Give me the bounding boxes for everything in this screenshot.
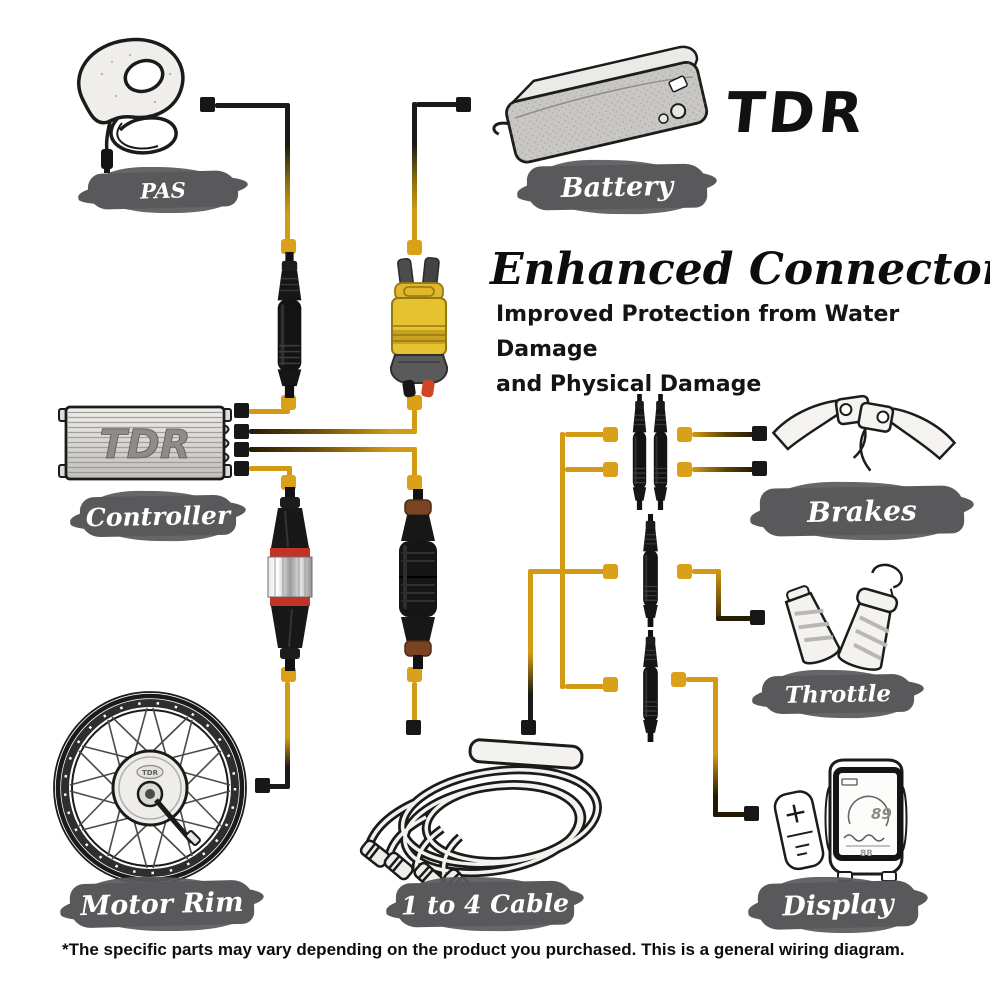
hub-marking: TDR	[142, 769, 159, 777]
label-battery: Battery	[526, 163, 708, 211]
pas-sensor-icon	[60, 22, 212, 179]
wire-controller-1	[248, 409, 289, 414]
wire-throttle-right-v	[716, 569, 721, 621]
subtitle-line-1: Improved Protection from Water Damage	[496, 302, 900, 362]
wire-brake-branch-2	[565, 467, 605, 472]
node-1to4-b	[521, 720, 536, 735]
label-1to4-cable: 1 to 4 Cable	[395, 880, 575, 928]
wire-display-right-h	[686, 677, 716, 682]
battery-icon	[478, 40, 728, 183]
node-1to4-a	[406, 720, 421, 735]
node-pas-conn-top	[281, 239, 296, 254]
label-throttle: Throttle	[761, 673, 915, 715]
wire-controller-3-down	[412, 447, 417, 480]
controller-marking: TDR	[99, 422, 190, 468]
wire-brake-branch-1	[565, 432, 605, 437]
node-xt90-top	[407, 240, 422, 255]
node-brake1-end	[752, 426, 767, 441]
label-pas: PAS	[87, 170, 239, 210]
node-throttle-end	[750, 610, 765, 625]
brown-ring-connector-icon	[392, 489, 444, 675]
node-controller-1	[234, 403, 249, 418]
footnote-disclaimer: *The specific parts may vary depending o…	[62, 940, 905, 959]
wire-junction-down	[528, 569, 533, 722]
wire-display-right-v	[713, 677, 718, 817]
throttle-grips-icon	[768, 562, 910, 685]
node-display-end	[744, 806, 759, 821]
tdr-logo: TDR	[722, 81, 870, 146]
wire-pas-vertical	[285, 103, 290, 244]
node-display-left	[603, 677, 618, 692]
wire-battery-horizontal	[416, 102, 458, 107]
node-xt90-bottom	[407, 395, 422, 410]
node-display-right	[671, 672, 686, 687]
wire-motor-horizontal	[262, 784, 287, 789]
node-controller-3	[234, 442, 249, 457]
label-display: Display	[757, 879, 919, 931]
node-motor	[255, 778, 270, 793]
label-motor-rim: Motor Rim	[69, 879, 255, 929]
node-controller-2	[234, 424, 249, 439]
display-inline-connector-icon	[639, 629, 662, 747]
label-controller: Controller	[79, 494, 237, 538]
wire-display-right-h2	[713, 812, 746, 817]
motor-cable-connector-icon	[261, 487, 319, 676]
brake-inline-connector-1-icon	[629, 393, 650, 515]
subtitle-line-2: and Physical Damage	[496, 372, 762, 397]
display-readout-bottom: 88	[860, 849, 873, 859]
wire-battery-vertical	[412, 102, 417, 242]
node-brake2-right	[677, 462, 692, 477]
wire-motor-vertical	[285, 682, 290, 789]
wire-junction-horizontal	[530, 569, 605, 574]
display-device-icon: 89 88	[764, 746, 916, 893]
node-throttle-right	[677, 564, 692, 579]
wire-brake-right-2	[692, 467, 754, 472]
wire-controller-2-up	[412, 399, 417, 433]
brake-inline-connector-2-icon	[650, 393, 671, 515]
node-brake1-left	[603, 427, 618, 442]
label-brakes: Brakes	[759, 485, 965, 537]
node-brown-conn-top	[407, 475, 422, 490]
wire-controller-4-down	[287, 466, 292, 479]
node-brown-conn-bottom	[407, 667, 422, 682]
node-brake2-end	[752, 461, 767, 476]
wire-brake-right-1	[692, 432, 754, 437]
node-brake2-left	[603, 462, 618, 477]
motor-rim-icon: TDR	[50, 690, 257, 897]
node-throttle-left	[603, 564, 618, 579]
node-pas-conn-bottom	[281, 395, 296, 410]
wire-1to4-vertical	[412, 682, 417, 723]
wire-pas-horizontal	[215, 103, 287, 108]
xt90-connector-icon	[386, 256, 454, 403]
controller-icon: TDR	[56, 395, 240, 497]
node-battery	[456, 97, 471, 112]
wire-throttle-right-h	[692, 569, 720, 574]
wire-controller-2	[249, 429, 417, 434]
wire-controller-4	[249, 466, 292, 471]
wire-controller-3	[249, 447, 417, 452]
pas-inline-connector-icon	[271, 251, 308, 403]
heading-title: Enhanced Connectors	[490, 244, 990, 295]
brake-levers-icon	[760, 383, 968, 506]
node-controller-4	[234, 461, 249, 476]
wire-display-branch	[565, 684, 605, 689]
node-motor-conn-top	[281, 475, 296, 490]
wire-main-branch-vertical	[560, 432, 565, 689]
node-brake1-right	[677, 427, 692, 442]
throttle-inline-connector-icon	[639, 513, 662, 632]
heading-subtitle: Improved Protection from Water Damage an…	[496, 297, 966, 402]
wire-throttle-right-h2	[716, 616, 752, 621]
display-readout-main: 89	[871, 805, 892, 823]
node-pas	[200, 97, 215, 112]
